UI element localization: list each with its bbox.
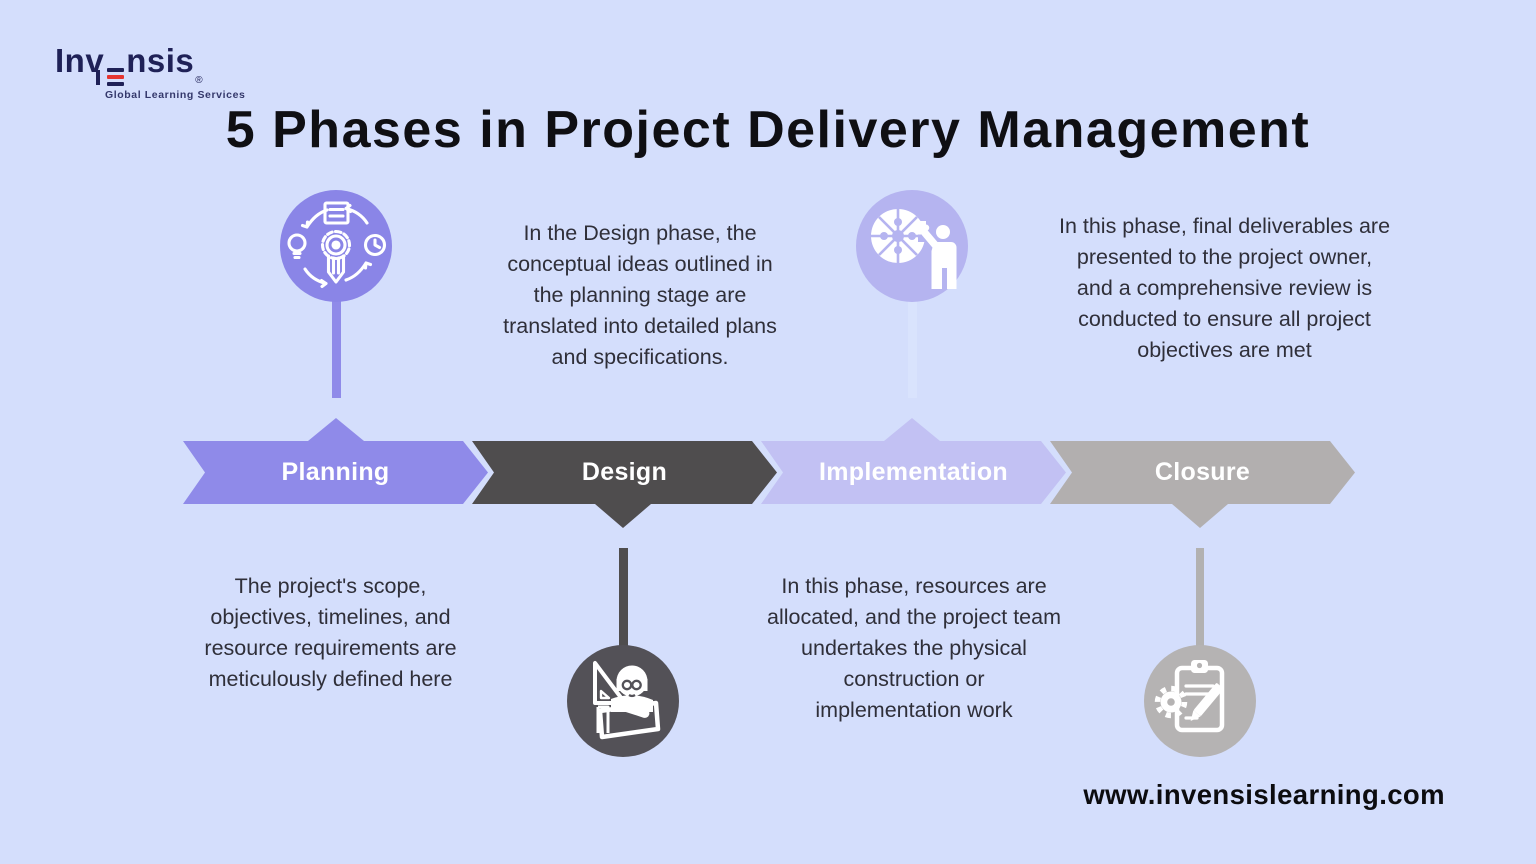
- closure-pointer-triangle: [1172, 504, 1228, 528]
- phase-label-closure: Closure: [1154, 458, 1251, 486]
- clipboard-gear-pencil-icon: [1154, 660, 1225, 733]
- planning-icon-circle: [280, 190, 392, 302]
- design-icon-circle: [567, 645, 679, 757]
- website-url: www.invensislearning.com: [1083, 779, 1445, 810]
- planning-connector-line: [332, 297, 341, 398]
- logo-text-suffix: nsis: [126, 42, 195, 79]
- person-puzzle-icon: [871, 209, 957, 289]
- registered-trademark-icon: ®: [195, 75, 204, 86]
- closure-description: In this phase, final deliverables are pr…: [1058, 214, 1391, 362]
- design-connector-line: [619, 548, 628, 647]
- phase-arrow-design: Design: [472, 441, 777, 504]
- designer-drafting-board-icon: [593, 661, 661, 740]
- design-pointer-triangle: [595, 504, 651, 528]
- implementation-icon-circle: [856, 190, 968, 302]
- planning-pointer-triangle: [308, 418, 364, 441]
- phase-label-implementation: Implementation: [819, 458, 1008, 486]
- closure-connector-line: [1196, 548, 1204, 647]
- implementation-pointer-triangle: [884, 418, 940, 441]
- implementation-description: In this phase, resources are allocated, …: [766, 574, 1062, 722]
- phase-arrow-implementation: Implementation: [761, 441, 1066, 504]
- phase-label-planning: Planning: [281, 458, 390, 486]
- logo-v-descender: [96, 70, 100, 85]
- implementation-connector-line: [908, 297, 917, 398]
- phase-arrow-planning: Planning: [183, 441, 488, 504]
- closure-icon-circle: [1144, 645, 1256, 757]
- logo-tagline: Global Learning Services: [105, 89, 246, 101]
- page-title: 5 Phases in Project Delivery Management: [225, 101, 1311, 159]
- phase-label-design: Design: [581, 458, 668, 486]
- logo-e-bars-icon: [106, 65, 124, 86]
- planning-cycle-pencil-gear-icon: [287, 201, 387, 289]
- phase-arrow-closure: Closure: [1050, 441, 1355, 504]
- planning-description: The project's scope, objectives, timelin…: [204, 574, 457, 691]
- logo-text-prefix: Inv: [55, 42, 105, 79]
- design-description: In the Design phase, the conceptual idea…: [503, 221, 777, 369]
